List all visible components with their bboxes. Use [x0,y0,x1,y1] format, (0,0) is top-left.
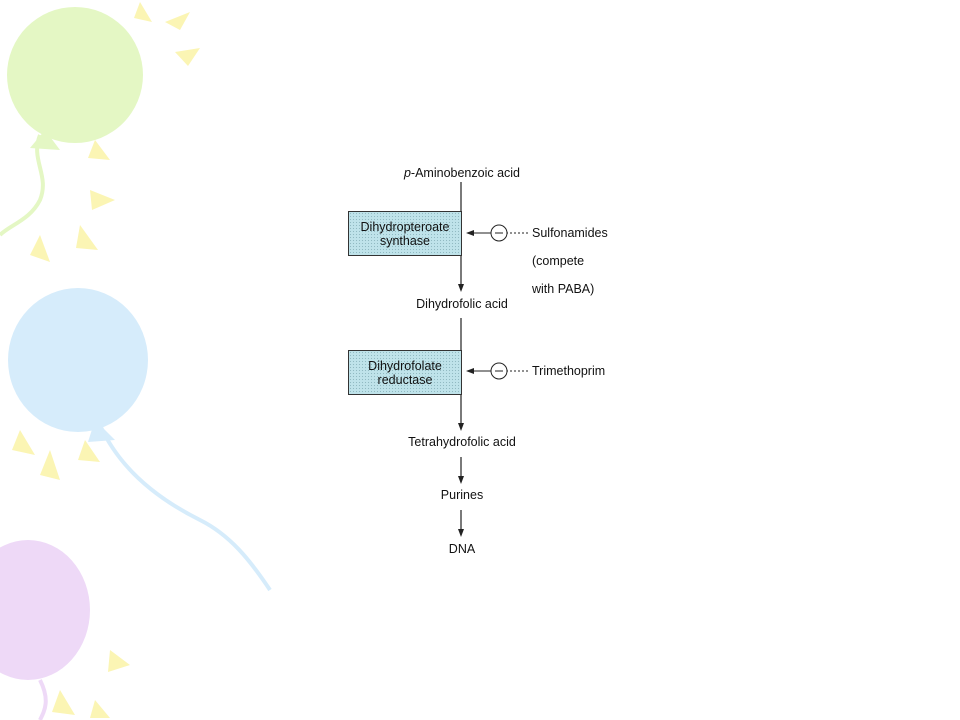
node-p-aminobenzoic-acid: p-Aminobenzoic acid [404,166,520,181]
inhibitor1-line1: Sulfonamides [532,226,608,240]
enzyme1-line2: synthase [379,233,430,248]
enzyme1-line1: Dihydropteroate [360,219,450,234]
node-purines: Purines [440,488,484,502]
inhibitor-trimethoprim: Trimethoprim [532,364,606,378]
inhibitor-sulfonamides: Sulfonamides (compete with PABA) [532,212,608,310]
node-p-prefix: p [403,166,411,180]
enzyme-dihydropteroate-synthase: Dihydropteroate synthase [348,211,462,256]
enzyme2-line1: Dihydrofolate [368,358,442,373]
node-p-rest: -Aminobenzoic acid [410,166,521,180]
balloon-green-icon [0,7,143,237]
inhibitor1-line3: with PABA) [532,282,595,296]
balloon-purple-icon [0,540,90,720]
sun-rays-icon [12,2,200,718]
node-dna: DNA [448,542,476,556]
enzyme2-line2: reductase [377,372,433,387]
node-dihydrofolic-acid: Dihydrofolic acid [416,297,508,311]
node-tetrahydrofolic-acid: Tetrahydrofolic acid [408,435,516,449]
enzyme-dihydrofolate-reductase: Dihydrofolate reductase [348,350,462,395]
balloon-blue-icon [8,288,272,592]
inhibitor1-line2: (compete [532,254,585,268]
